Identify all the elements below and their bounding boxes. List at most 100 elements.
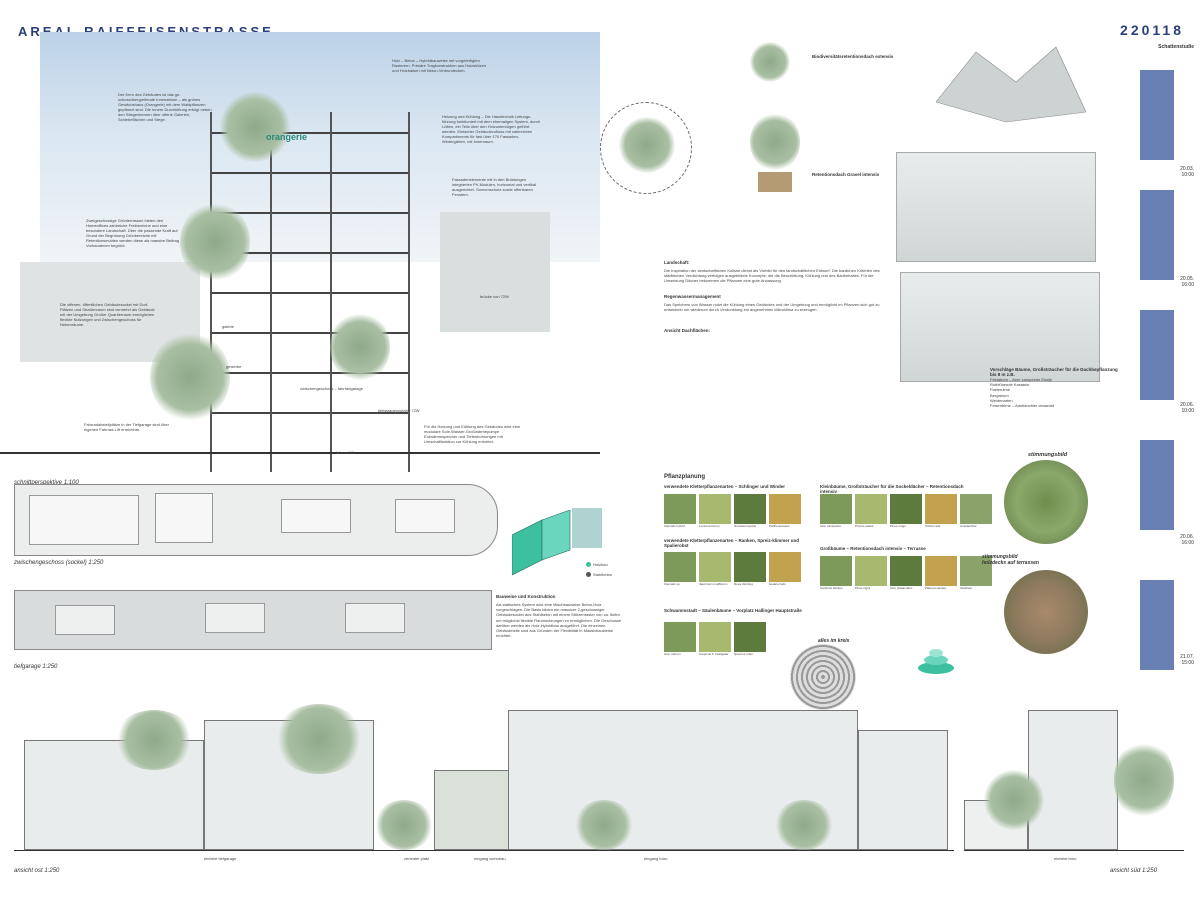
tree-icon xyxy=(220,92,290,162)
plant-photo xyxy=(664,494,696,524)
plant-card: Lonicera henryi xyxy=(699,494,731,528)
stimmungsbild2-title: stimmungsbild holzdecks auf terrassen xyxy=(982,554,1039,566)
shadow-study-title: Schattenstudie xyxy=(1158,44,1194,50)
plant-photo xyxy=(664,552,696,582)
plant-photo xyxy=(820,556,852,586)
vorschlag-text: Feldahorn – Acer campestre Elsrijk Rotbl… xyxy=(990,377,1055,409)
plant-card: Hedera helix xyxy=(769,552,801,586)
seating-illustration xyxy=(916,646,956,676)
label-fahrrad-lift: fahrrad lift xyxy=(336,450,354,455)
landscape-model xyxy=(935,42,1087,132)
kletter1-title: verwendete Kletterpflanzenarten – Schlin… xyxy=(664,484,785,489)
plant-photo xyxy=(890,494,922,524)
vorschlag-title: Vorschläge Bäume, Großsträucher für die … xyxy=(990,367,1118,377)
plant-card: Acer campestre xyxy=(820,494,852,528)
plant-label: Parthenocissus xyxy=(769,524,790,528)
construction-title: Bauweise und Konstruktion xyxy=(496,594,556,599)
label-bruecke: brücke von 72W xyxy=(480,294,509,299)
plant-label: Acer rubrum xyxy=(664,652,681,656)
plant-photo xyxy=(820,494,852,524)
plant-label: Lonicera henryi xyxy=(699,524,720,528)
plant-label: Prunus padus xyxy=(855,524,874,528)
note-construction: Holz – Beton – Hybridbauweise mit vorgef… xyxy=(392,58,487,73)
plant-card: Carpinus b. Fastigiata xyxy=(699,622,731,656)
elevation-sued: einfahrt büro xyxy=(964,710,1184,870)
plant-label: Jasminum nudiflorum xyxy=(699,582,728,586)
plan-zwischengeschoss xyxy=(14,484,498,556)
plant-card: Pinus mugo xyxy=(890,494,922,528)
plant-photo xyxy=(734,494,766,524)
plant-photo xyxy=(699,494,731,524)
pflanz-title: Pflanzplanung xyxy=(664,474,705,480)
elev-label-einfahrt-buero: einfahrt büro xyxy=(1054,856,1077,861)
shadow-time-3: 20.06.10:00 xyxy=(1180,402,1194,414)
plant-label: Clematis sp. xyxy=(664,582,681,586)
background-building xyxy=(440,212,550,332)
plant-card: Sorbus aria xyxy=(925,494,957,528)
axonometric-structure xyxy=(511,509,572,580)
plant-photo xyxy=(925,556,957,586)
schwammstadt-title: Schwammstadt – Säulenbäume – Vorplatz Ha… xyxy=(664,608,802,613)
alles-im-kreis-title: alles im kreis xyxy=(818,638,850,644)
shadow-study: Schattenstudie 20.03.10:00 20.05.16:00 2… xyxy=(1099,44,1194,700)
section-perspective: orangerie Der Kern des Gebäudes ist das … xyxy=(0,32,600,472)
stimmungsbild-title: stimmungsbild xyxy=(1028,452,1068,458)
plant-grid-kletter1: Clematis hybrid Lonicera henryi Humulus lu… xyxy=(664,494,801,528)
plant-label: Acer campestre xyxy=(820,524,842,528)
kleinbaeume-title: Kleinbäume, Großsträucher für die Sockel… xyxy=(820,484,964,494)
shadow-time-1: 20.03.10:00 xyxy=(1180,166,1194,178)
dach-title: Ansicht Dachflächen: xyxy=(664,328,711,333)
plant-photo xyxy=(734,622,766,652)
legend-holzbau: Holzbau xyxy=(586,562,608,567)
landschaft-title: Landschaft: xyxy=(664,260,690,265)
plant-photo xyxy=(890,556,922,586)
ground-line xyxy=(0,452,600,454)
elevation-ost: einfahrt tiefgarage zentraler platz eing… xyxy=(14,704,954,870)
tree-icon xyxy=(150,332,230,422)
plant-label: Clematis hybrid xyxy=(664,524,685,528)
plant-grid-saeulen: Acer rubrum Carpinus b. Fastigiata Quercus… xyxy=(664,622,766,656)
plant-grid-klein: Acer campestre Prunus padus Pinus mugo Sorb… xyxy=(820,494,992,528)
stimmungsbild-photo xyxy=(1004,460,1088,544)
biodiv-title: Biodiversitätsretentionsdach extensiv xyxy=(812,54,894,59)
label-galerie: galerie xyxy=(222,324,235,329)
plant-card: Parthenocissus xyxy=(769,494,801,528)
plant-card: Jasminum nudiflorum xyxy=(699,552,731,586)
note-bike: Fahrradabstellplätze in der Tiefgarage s… xyxy=(84,422,169,432)
plant-label: Quercus robur xyxy=(734,652,754,656)
plant-photo xyxy=(664,622,696,652)
tiefgarage-caption: tiefgarage 1:250 xyxy=(14,664,58,670)
plant-photo xyxy=(960,556,992,586)
plant-label: Pinus mugo xyxy=(890,524,906,528)
plant-photo xyxy=(855,494,887,524)
note-green-room: Zweigeschossige Grünterrassen bieten den… xyxy=(86,218,179,248)
plant-label: Sorbus aria xyxy=(925,524,941,528)
elevation-ost-caption: ansicht ost 1:250 xyxy=(14,868,60,874)
shadow-time-2: 20.05.16:00 xyxy=(1180,276,1194,288)
plant-card: Zelkova serrata xyxy=(925,556,957,590)
plant-label: Acer platanoides xyxy=(890,586,913,590)
elevation-sued-caption: ansicht süd 1:250 xyxy=(1110,868,1158,874)
reten-title: Retentionsdach Gravel intensiv xyxy=(812,172,880,177)
shadow-time-4: 20.06.16:00 xyxy=(1180,534,1194,546)
plant-card: Humulus lupulus xyxy=(734,494,766,528)
biodiv-roof-illustration xyxy=(750,42,790,82)
axonometric-building-upper xyxy=(896,152,1096,262)
tree-icon xyxy=(180,202,250,282)
plant-grid-gross: Carpinus betulus Pinus nigra Acer platanoi… xyxy=(820,556,992,590)
plant-card: Rosa climbing xyxy=(734,552,766,586)
label-zwischengeschoss: zwischengeschoss – fahrradgarage xyxy=(300,386,363,391)
plant-card: Clematis sp. xyxy=(664,552,696,586)
plant-photo xyxy=(699,552,731,582)
plant-label: Humulus lupulus xyxy=(734,524,757,528)
section-caption: schnittperspektive 1:100 xyxy=(14,480,79,486)
plant-label: Pinus nigra xyxy=(855,586,871,590)
plant-card: Quercus robur xyxy=(734,622,766,656)
plant-label: Carpinus b. Fastigiata xyxy=(699,652,729,656)
plant-label: Carpinus betulus xyxy=(820,586,843,590)
plant-card: Amelanchier xyxy=(960,494,992,528)
label-gewerbe: gewerbe xyxy=(226,364,242,369)
construction-text: Als statisches System wird eine Mischbau… xyxy=(496,602,622,639)
plant-label: Zelkova serrata xyxy=(925,586,946,590)
note-pv: Fassadenelemente mit in den Brüstungen i… xyxy=(452,177,537,197)
